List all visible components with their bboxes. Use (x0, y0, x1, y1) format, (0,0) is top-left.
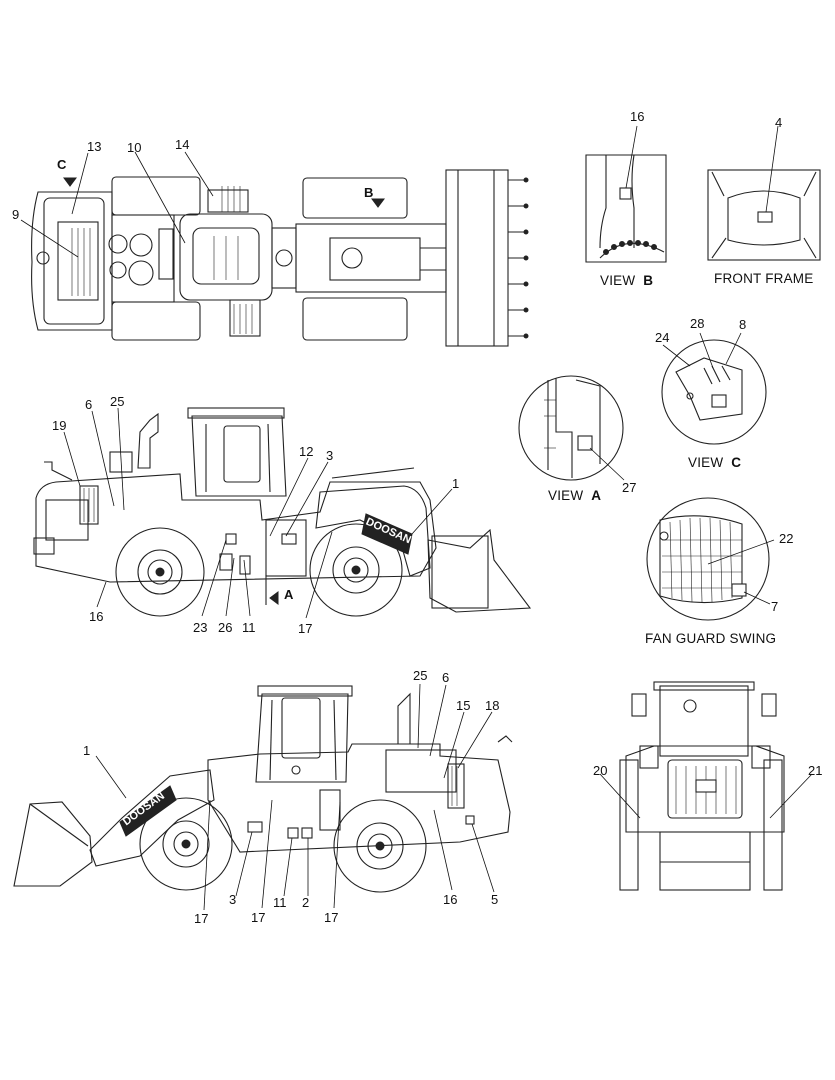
callout-20: 20 (593, 763, 608, 778)
callout-17-right-b: 17 (251, 910, 266, 925)
callout-15: 15 (456, 698, 471, 713)
view-c-detail (661, 332, 767, 445)
callout-1: 1 (452, 476, 460, 491)
callout-25: 25 (110, 394, 125, 409)
callout-9: 9 (12, 207, 20, 222)
callout-18: 18 (485, 698, 500, 713)
callout-17-right-c: 17 (324, 910, 339, 925)
callout-6: 6 (85, 397, 93, 412)
callout-11: 11 (242, 620, 256, 635)
callout-16: 16 (630, 109, 645, 124)
top-view-loader (20, 151, 529, 347)
callout-25-right: 25 (413, 668, 428, 683)
callout-11-right: 11 (273, 895, 287, 910)
view-a-detail (518, 375, 625, 481)
left-side-view-loader (33, 407, 532, 619)
callout-3: 3 (326, 448, 334, 463)
fan-guard-detail (646, 497, 775, 621)
caption-view-b-prefix: VIEW (600, 273, 636, 288)
caption-fan-guard-swing: FAN GUARD SWING (645, 631, 777, 646)
front-frame-detail (707, 125, 821, 261)
caption-view-c-letter: C (731, 455, 742, 470)
callout-3-right: 3 (229, 892, 237, 907)
callout-26: 26 (218, 620, 233, 635)
callout-5: 5 (491, 892, 499, 907)
callout-10: 10 (127, 140, 142, 155)
caption-view-b: VIEW B (600, 273, 653, 288)
caption-view-a-prefix: VIEW (548, 488, 584, 503)
callout-17: 17 (298, 621, 313, 636)
callout-19: 19 (52, 418, 67, 433)
callout-22: 22 (779, 531, 794, 546)
callout-14: 14 (175, 137, 190, 152)
callout-24: 24 (655, 330, 670, 345)
callout-7: 7 (771, 599, 779, 614)
callout-16-right: 16 (443, 892, 458, 907)
callout-28: 28 (690, 316, 705, 331)
view-marker-b: B (364, 185, 374, 200)
callout-12: 12 (299, 444, 314, 459)
callout-27: 27 (622, 480, 637, 495)
front-view-loader (599, 681, 813, 891)
callout-23: 23 (193, 620, 208, 635)
callout-21: 21 (808, 763, 823, 778)
view-marker-a: A (284, 587, 294, 602)
caption-view-c-prefix: VIEW (688, 455, 724, 470)
callout-17-right-a: 17 (194, 911, 209, 926)
callout-6-right: 6 (442, 670, 450, 685)
caption-view-a: VIEW A (548, 488, 601, 503)
caption-view-c: VIEW C (688, 455, 741, 470)
right-side-view-loader (13, 683, 513, 911)
view-marker-c: C (57, 157, 67, 172)
callout-1-right: 1 (83, 743, 91, 758)
view-b-detail (585, 125, 667, 263)
callout-8: 8 (739, 317, 747, 332)
caption-view-a-letter: A (591, 488, 602, 503)
callout-13: 13 (87, 139, 102, 154)
callout-16-left: 16 (89, 609, 104, 624)
caption-view-b-letter: B (643, 273, 654, 288)
callout-2: 2 (302, 895, 310, 910)
caption-front-frame: FRONT FRAME (714, 271, 814, 286)
callout-4: 4 (775, 115, 783, 130)
